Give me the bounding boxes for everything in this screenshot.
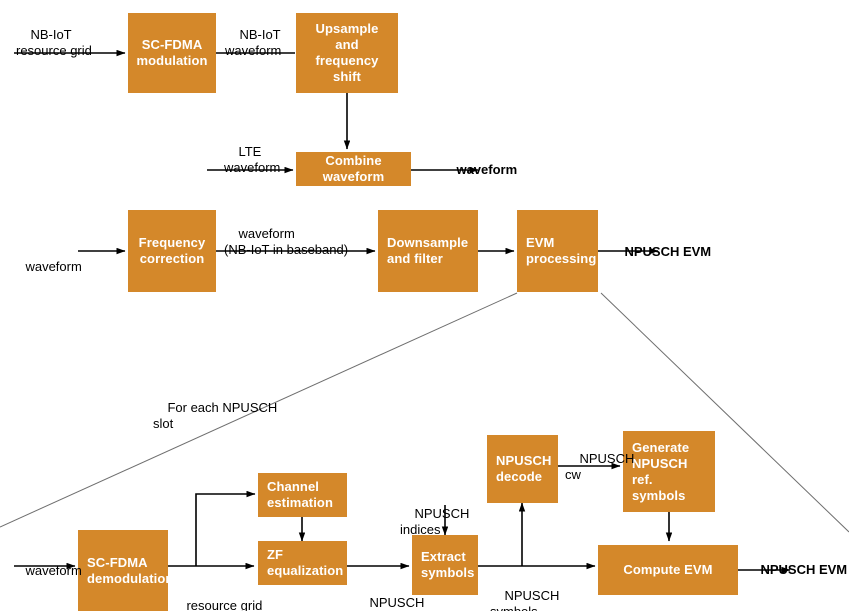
block-downsample-and-filter-label: Downsample and filter bbox=[387, 235, 469, 266]
block-upsample-frequency-shift-label: Upsample and frequency shift bbox=[315, 21, 379, 84]
block-upsample-frequency-shift[interactable]: Upsample and frequency shift bbox=[296, 13, 398, 93]
block-generate-npusch-ref-symbols[interactable]: Generate NPUSCH ref. symbols bbox=[623, 431, 715, 512]
block-compute-evm-label: Compute EVM bbox=[623, 562, 713, 577]
block-zf-equalization-label: ZF equalization bbox=[267, 547, 344, 578]
block-channel-estimation-label: Channel estimation bbox=[267, 479, 334, 510]
label-nb-iot-waveform-text: NB-IoT waveform bbox=[225, 27, 282, 58]
label-npusch-res-text: NPUSCH REs bbox=[369, 595, 425, 610]
label-waveform-nb-iot-baseband-text: waveform (NB-IoT in baseband) bbox=[224, 226, 349, 257]
block-zf-equalization[interactable]: ZF equalization bbox=[258, 541, 347, 585]
label-waveform-nb-iot-baseband: waveform (NB-IoT in baseband) bbox=[224, 210, 348, 274]
label-waveform-output-top-text: waveform bbox=[456, 162, 518, 177]
block-compute-evm[interactable]: Compute EVM bbox=[598, 545, 738, 595]
label-for-each-npusch-slot: For each NPUSCH slot bbox=[153, 384, 277, 448]
label-waveform-input-bottom: waveform bbox=[11, 547, 82, 595]
label-npusch-cw: NPUSCH cw bbox=[565, 435, 634, 499]
block-extract-symbols[interactable]: Extract symbols bbox=[412, 535, 478, 595]
label-resource-grid: resource grid bbox=[172, 582, 262, 611]
block-combine-waveform-label: Combine waveform bbox=[322, 153, 385, 184]
label-waveform-input-mid-text: waveform bbox=[25, 259, 82, 274]
label-npusch-cw-text: NPUSCH cw bbox=[565, 451, 635, 482]
label-nb-iot-resource-grid: NB-IoT resource grid bbox=[16, 11, 92, 75]
block-sc-fdma-modulation-label: SC-FDMA modulation bbox=[136, 37, 208, 68]
label-npusch-evm-mid-text: NPUSCH EVM bbox=[624, 244, 712, 259]
label-npusch-evm-bottom-text: NPUSCH EVM bbox=[760, 562, 848, 577]
label-npusch-evm-bottom: NPUSCH EVM bbox=[746, 546, 847, 594]
block-channel-estimation[interactable]: Channel estimation bbox=[258, 473, 347, 517]
label-lte-waveform: LTE waveform bbox=[224, 128, 280, 192]
block-sc-fdma-demodulation-label: SC-FDMA demodulation bbox=[87, 554, 174, 586]
label-npusch-indices-text: NPUSCH indices bbox=[400, 506, 470, 537]
block-combine-waveform[interactable]: Combine waveform bbox=[296, 152, 411, 186]
label-nb-iot-resource-grid-text: NB-IoT resource grid bbox=[16, 27, 92, 58]
block-npusch-decode[interactable]: NPUSCH decode bbox=[487, 435, 558, 503]
label-npusch-indices: NPUSCH indices bbox=[400, 490, 469, 554]
block-downsample-and-filter[interactable]: Downsample and filter bbox=[378, 210, 478, 292]
label-waveform-input-mid: waveform bbox=[11, 243, 82, 291]
block-evm-processing[interactable]: EVM processing bbox=[517, 210, 598, 292]
block-sc-fdma-demodulation[interactable]: SC-FDMA demodulation bbox=[78, 530, 173, 611]
label-npusch-symbols-text: NPUSCH symbols bbox=[490, 588, 560, 611]
label-npusch-symbols: NPUSCH symbols bbox=[490, 572, 559, 611]
label-lte-waveform-text: LTE waveform bbox=[224, 144, 281, 175]
label-waveform-input-bottom-text: waveform bbox=[25, 563, 82, 578]
label-resource-grid-text: resource grid bbox=[186, 598, 263, 611]
label-npusch-res: NPUSCH REs bbox=[355, 579, 424, 611]
label-for-each-npusch-slot-text: For each NPUSCH slot bbox=[153, 400, 278, 431]
block-frequency-correction-label: Frequency correction bbox=[138, 235, 206, 266]
block-sc-fdma-modulation[interactable]: SC-FDMA modulation bbox=[128, 13, 216, 93]
block-npusch-decode-label: NPUSCH decode bbox=[496, 453, 552, 484]
block-frequency-correction[interactable]: Frequency correction bbox=[128, 210, 216, 292]
label-waveform-output-top: waveform bbox=[442, 146, 517, 194]
block-extract-symbols-label: Extract symbols bbox=[421, 549, 475, 580]
block-evm-processing-label: EVM processing bbox=[526, 235, 597, 266]
wire-demod-to-chanest bbox=[195, 490, 256, 566]
label-npusch-evm-mid: NPUSCH EVM bbox=[610, 228, 711, 276]
label-nb-iot-waveform: NB-IoT waveform bbox=[225, 11, 281, 75]
block-generate-npusch-ref-symbols-label: Generate NPUSCH ref. symbols bbox=[632, 439, 690, 503]
